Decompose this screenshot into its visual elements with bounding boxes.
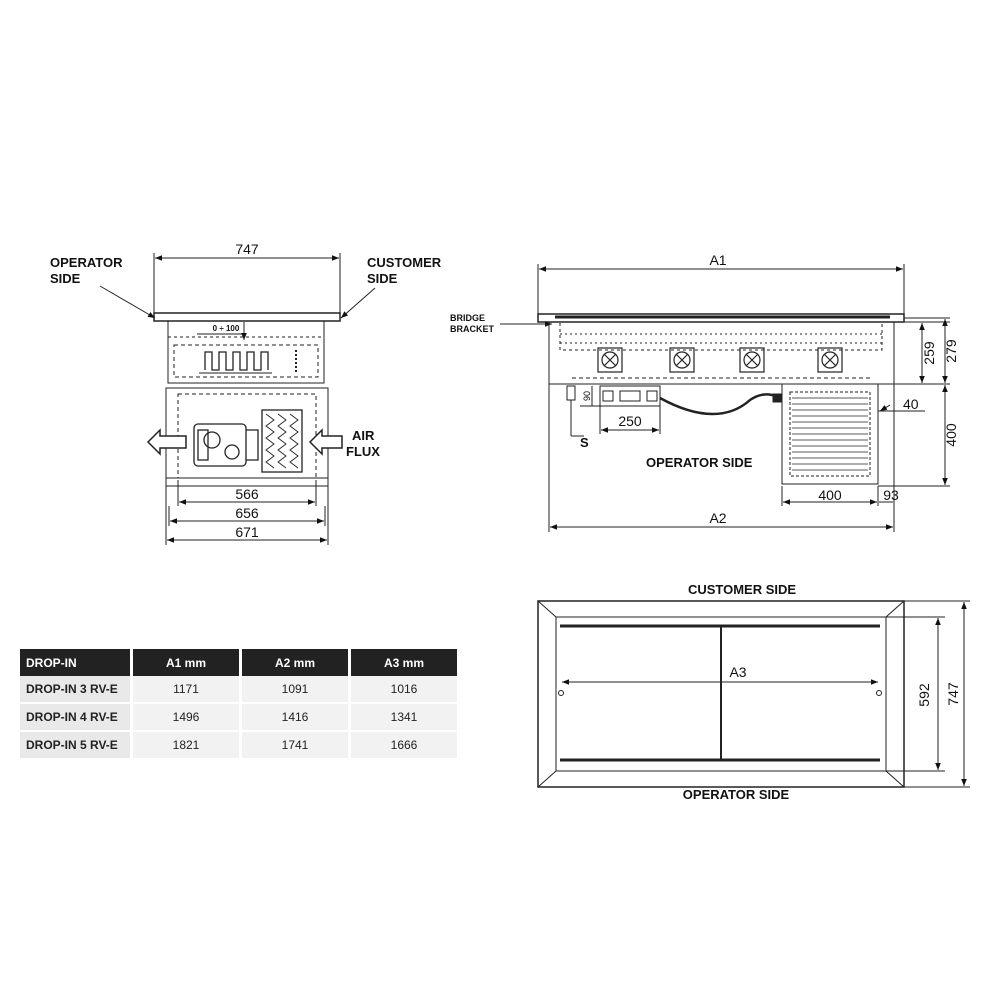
top-plan-view [537, 600, 970, 788]
dim-250: 250 [618, 413, 642, 429]
table-row: DROP-IN 3 RV-E 1171 1091 1016 [20, 676, 457, 704]
dim-90: 90 [582, 391, 592, 401]
operator-side-top-label: OPERATOR SIDE [683, 787, 790, 802]
dim-671: 671 [235, 524, 259, 540]
cell-model: DROP-IN 4 RV-E [20, 703, 132, 732]
cell-a1: 1821 [130, 731, 241, 760]
dim-656: 656 [235, 505, 259, 521]
cell-model: DROP-IN 5 RV-E [20, 731, 132, 760]
dim-566: 566 [235, 486, 259, 502]
air-flux-label-1: AIR [352, 428, 375, 443]
dim-a2: A2 [709, 510, 726, 526]
dim-a3: A3 [729, 664, 746, 680]
dim-93: 93 [883, 487, 899, 503]
cell-a3: 1016 [348, 676, 457, 704]
operator-side-label: OPERATOR SIDE [646, 455, 753, 470]
dim-747-plan: 747 [945, 682, 961, 706]
dim-747: 747 [235, 241, 259, 257]
cell-a1: 1171 [130, 676, 241, 704]
front-section-view [99, 253, 376, 545]
table-row: DROP-IN 4 RV-E 1496 1416 1341 [20, 703, 457, 732]
cell-a2: 1741 [239, 731, 350, 760]
dim-40: 40 [903, 396, 919, 412]
adjust-range-label: 0 ÷ 100 [213, 324, 240, 333]
table-row: DROP-IN 5 RV-E 1821 1741 1666 [20, 731, 457, 760]
header-model: DROP-IN [20, 649, 132, 676]
dim-a1: A1 [709, 252, 726, 268]
dim-279: 279 [943, 339, 959, 363]
cell-a3: 1666 [348, 731, 457, 760]
air-flux-arrow-out [146, 428, 187, 456]
label-s: S [580, 435, 589, 450]
customer-side-top-label: CUSTOMER SIDE [688, 582, 796, 597]
customer-side-label-2: SIDE [367, 271, 398, 286]
cell-a3: 1341 [348, 703, 457, 732]
bridge-bracket-label-1: BRIDGE [450, 313, 485, 323]
cell-a2: 1091 [239, 676, 350, 704]
operator-side-label-1: OPERATOR [50, 255, 123, 270]
customer-side-label-1: CUSTOMER [367, 255, 442, 270]
cell-a1: 1496 [130, 703, 241, 732]
header-a1: A1 mm [130, 649, 241, 676]
cell-model: DROP-IN 3 RV-E [20, 676, 132, 704]
table-header-row: DROP-IN A1 mm A2 mm A3 mm [20, 649, 457, 676]
cell-a2: 1416 [239, 703, 350, 732]
header-a3: A3 mm [348, 649, 457, 676]
dim-592: 592 [916, 683, 932, 707]
dim-259: 259 [921, 341, 937, 365]
side-elevation-view [500, 264, 950, 532]
air-flux-label-2: FLUX [346, 444, 380, 459]
bridge-bracket-label-2: BRACKET [450, 324, 495, 334]
dim-400-vertical: 400 [943, 423, 959, 447]
operator-side-label-2: SIDE [50, 271, 81, 286]
air-flux-arrow-in [308, 428, 343, 456]
model-dimensions-table: DROP-IN A1 mm A2 mm A3 mm DROP-IN 3 RV-E… [20, 649, 457, 760]
dim-400-horizontal: 400 [818, 487, 842, 503]
header-a2: A2 mm [239, 649, 350, 676]
